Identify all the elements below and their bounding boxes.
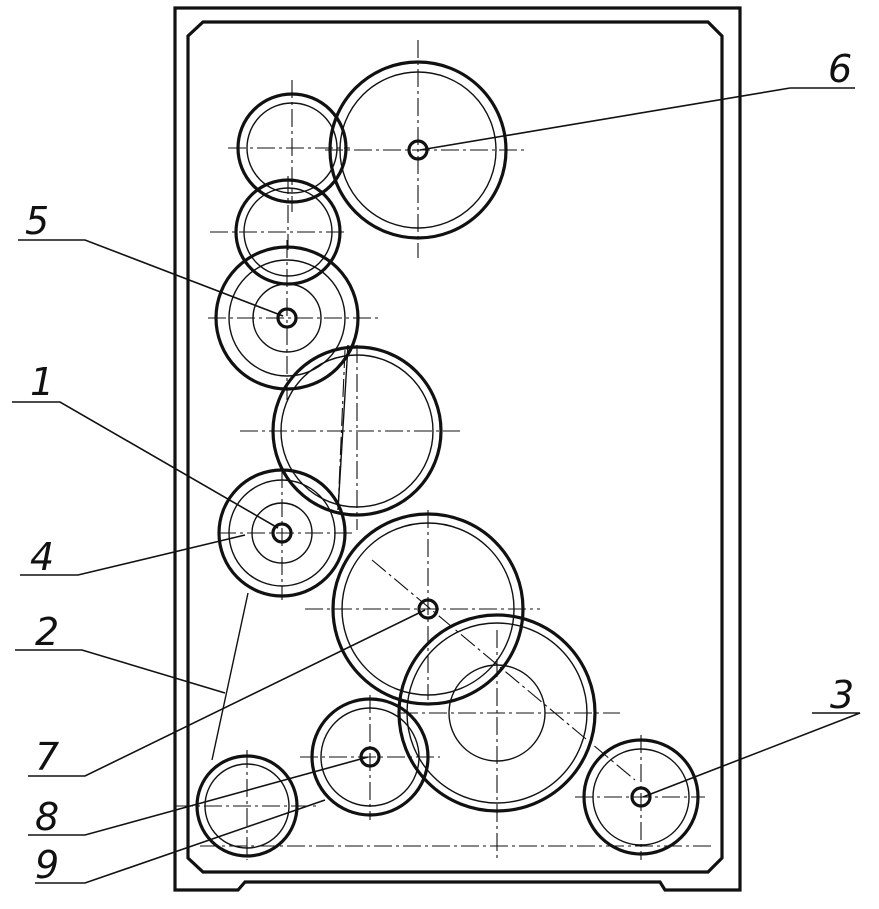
callout-8: 8 xyxy=(35,795,59,839)
leader-lines xyxy=(12,88,860,883)
callout-2: 2 xyxy=(35,610,59,654)
callout-7: 7 xyxy=(35,735,59,779)
callout-5: 5 xyxy=(25,199,49,243)
lower-right-large-gear xyxy=(399,615,620,860)
callout-1: 1 xyxy=(30,360,54,404)
callout-4: 4 xyxy=(30,535,54,579)
upper-idler-gear xyxy=(228,80,350,212)
gear-1 xyxy=(218,470,352,600)
callout-3: 3 xyxy=(830,673,854,717)
central-large-gear xyxy=(240,345,460,530)
callout-9: 9 xyxy=(35,843,59,887)
callout-6: 6 xyxy=(828,47,852,91)
gear-3 xyxy=(575,735,705,860)
